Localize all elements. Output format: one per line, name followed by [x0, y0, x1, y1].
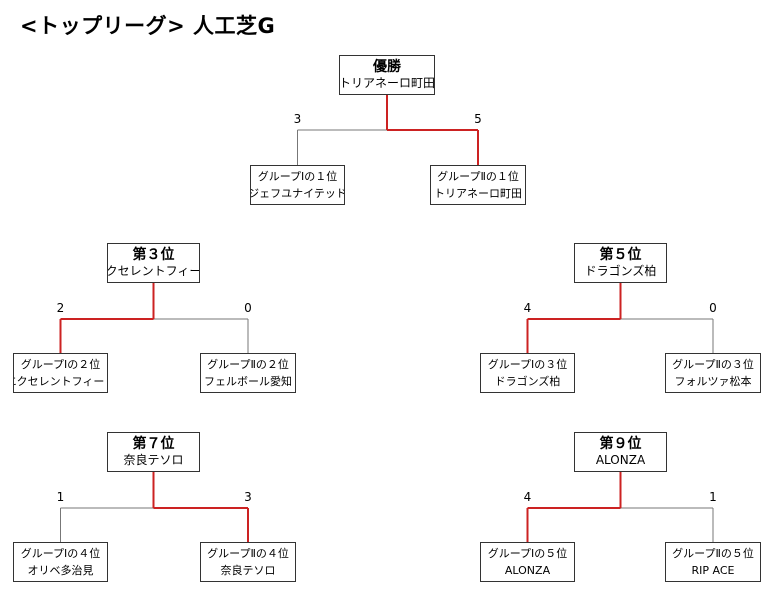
result-label: 優勝	[373, 58, 401, 75]
team-name: ジェフユナイテッド	[250, 186, 345, 200]
winner-team-name: 奈良テソロ	[123, 453, 184, 468]
group-rank-label: グループⅠの４位	[20, 546, 101, 560]
winner-team-name: トリアネーロ町田	[339, 76, 435, 91]
score-left: 4	[523, 301, 532, 315]
team-box-right: グループⅡの４位奈良テソロ	[200, 542, 296, 582]
team-name: フォルツァ松本	[674, 374, 752, 388]
score-right: 0	[244, 301, 252, 315]
team-name: オリベ多治見	[27, 563, 94, 577]
team-name: トリアネーロ町田	[434, 186, 522, 200]
result-box: 優勝トリアネーロ町田	[339, 55, 435, 95]
score-right: 0	[709, 301, 717, 315]
team-name: フェルボール愛知	[204, 374, 292, 388]
winner-team-name: ALONZA	[595, 453, 646, 468]
group-rank-label: グループⅡの５位	[672, 546, 754, 560]
result-label: 第５位	[599, 246, 642, 263]
team-box-left: グループⅠの２位エクセレントフィート	[13, 353, 108, 393]
result-box: 第３位エクセレントフィート	[107, 243, 200, 283]
group-rank-label: グループⅠの２位	[20, 357, 101, 371]
team-name: ALONZA	[504, 563, 551, 577]
team-name: ドラゴンズ柏	[494, 374, 561, 388]
group-rank-label: グループⅠの５位	[487, 546, 568, 560]
result-box: 第５位ドラゴンズ柏	[574, 243, 667, 283]
group-rank-label: グループⅡの３位	[672, 357, 754, 371]
score-left: 1	[56, 490, 65, 504]
page-title: <トップリーグ> 人工芝G	[20, 14, 276, 38]
result-box: 第７位奈良テソロ	[107, 432, 200, 472]
result-label: 第３位	[132, 246, 175, 263]
score-left: 4	[523, 490, 532, 504]
score-right: 3	[244, 490, 252, 504]
score-left: 2	[56, 301, 65, 315]
team-box-left: グループⅠの１位ジェフユナイテッド	[250, 165, 345, 205]
group-rank-label: グループⅡの１位	[437, 169, 519, 183]
result-label: 第９位	[599, 435, 642, 452]
team-box-left: グループⅠの４位オリベ多治見	[13, 542, 108, 582]
team-box-right: グループⅡの５位 RIP ACE	[665, 542, 761, 582]
winner-team-name: エクセレントフィート	[108, 264, 199, 279]
team-box-left: グループⅠの５位 ALONZA	[480, 542, 575, 582]
team-box-right: グループⅡの１位トリアネーロ町田	[430, 165, 526, 205]
group-rank-label: グループⅠの１位	[257, 169, 338, 183]
group-rank-label: グループⅠの３位	[487, 357, 568, 371]
team-box-right: グループⅡの３位フォルツァ松本	[665, 353, 761, 393]
winner-team-name: ドラゴンズ柏	[584, 264, 657, 279]
team-name: RIP ACE	[691, 563, 735, 577]
team-box-left: グループⅠの３位ドラゴンズ柏	[480, 353, 575, 393]
score-right: 5	[474, 112, 482, 126]
score-right: 1	[709, 490, 717, 504]
result-label: 第７位	[132, 435, 175, 452]
team-name: 奈良テソロ	[220, 563, 276, 577]
group-rank-label: グループⅡの４位	[207, 546, 289, 560]
score-left: 3	[293, 112, 302, 126]
group-rank-label: グループⅡの２位	[207, 357, 289, 371]
team-name: エクセレントフィート	[14, 374, 107, 388]
team-box-right: グループⅡの２位フェルボール愛知	[200, 353, 296, 393]
